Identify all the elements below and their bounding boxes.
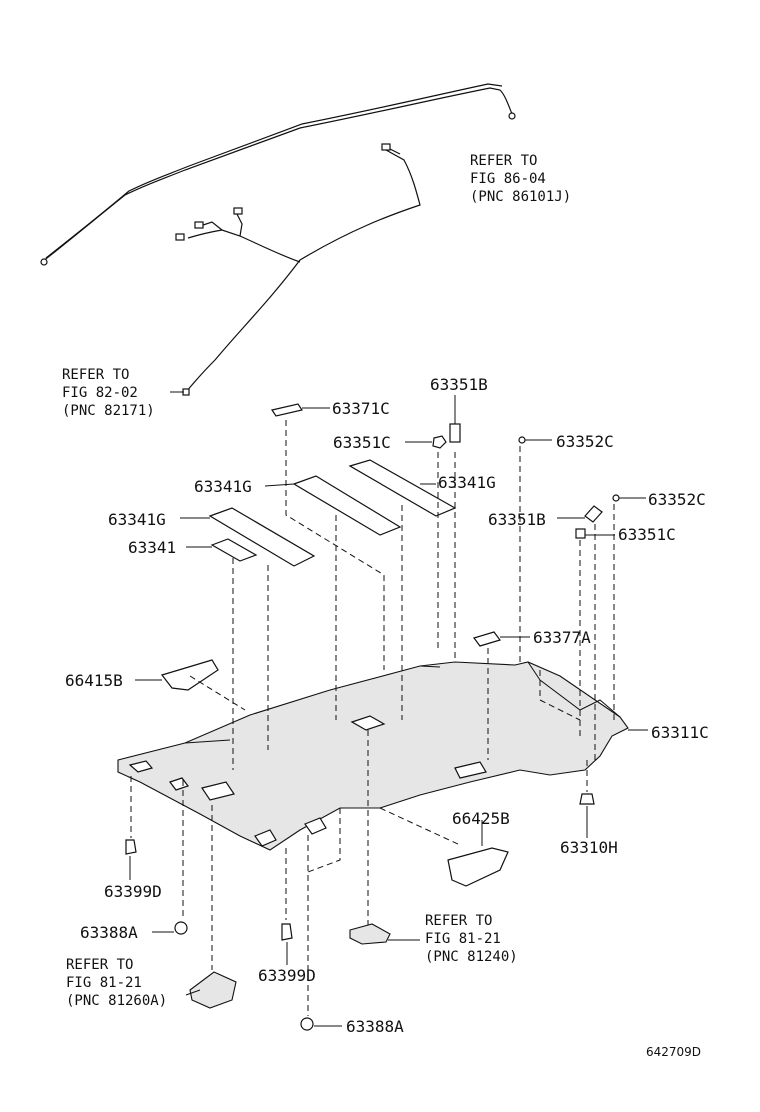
label-63351B-right: 63351B <box>488 510 546 529</box>
holder-63351B-top <box>449 423 461 443</box>
svg-text:(PNC 81260A): (PNC 81260A) <box>66 993 167 1009</box>
clip-63352C-top <box>518 436 526 444</box>
bracket-66425B <box>447 847 509 887</box>
bracket-66415B <box>160 659 219 691</box>
label-63377A: 63377A <box>533 628 591 647</box>
label-63388A-left: 63388A <box>80 923 138 942</box>
reference-fig86: REFER TO FIG 86-04 (PNC 86101J) <box>470 153 571 205</box>
holder-63351B-right <box>584 505 603 523</box>
label-63341: 63341 <box>128 538 176 557</box>
label-63310H: 63310H <box>560 838 618 857</box>
dashed-guides <box>130 420 615 1016</box>
clip-63352C-right <box>612 494 620 502</box>
label-66425B: 66425B <box>452 809 510 828</box>
clip-63388A-left <box>174 921 188 935</box>
lamp-81240 <box>349 923 391 945</box>
svg-text:(PNC 82171): (PNC 82171) <box>62 403 155 419</box>
roof-wire-harness <box>40 83 516 396</box>
label-63341G-mid: 63341G <box>194 477 252 496</box>
label-63351C-top: 63351C <box>333 433 391 452</box>
reference-fig81-right: REFER TO FIG 81-21 (PNC 81240) <box>425 913 518 965</box>
label-66415B: 66415B <box>65 671 123 690</box>
svg-text:FIG 81-21: FIG 81-21 <box>425 931 501 947</box>
leader-lines <box>129 391 648 1027</box>
label-63341G-right: 63341G <box>438 473 496 492</box>
svg-text:REFER TO: REFER TO <box>66 957 133 973</box>
clip-63377A <box>473 631 501 647</box>
part-labels: 63371C 63351B 63351C 63352C 63341G 63341… <box>65 375 709 1036</box>
svg-text:REFER TO: REFER TO <box>470 153 537 169</box>
label-63311C: 63311C <box>651 723 709 742</box>
small-parts <box>125 403 620 1031</box>
label-63399D-left: 63399D <box>104 882 162 901</box>
svg-text:(PNC 86101J): (PNC 86101J) <box>470 189 571 205</box>
holder-63351C-right <box>575 528 586 539</box>
label-63388A-bottom: 63388A <box>346 1017 404 1036</box>
svg-text:REFER TO: REFER TO <box>425 913 492 929</box>
drawing-code: 642709D <box>646 1045 701 1059</box>
svg-text:FIG 86-04: FIG 86-04 <box>470 171 546 187</box>
svg-text:(PNC 81240): (PNC 81240) <box>425 949 518 965</box>
pad-63341G-mid <box>292 475 402 536</box>
holder-63351C-top <box>432 435 447 449</box>
svg-text:REFER TO: REFER TO <box>62 367 129 383</box>
label-63352C-top: 63352C <box>556 432 614 451</box>
label-63399D-bottom: 63399D <box>258 966 316 985</box>
label-63351B-top: 63351B <box>430 375 488 394</box>
headlining-pads <box>208 459 457 567</box>
label-63371C: 63371C <box>332 399 390 418</box>
clip-63371C <box>271 403 303 417</box>
svg-text:FIG 81-21: FIG 81-21 <box>66 975 142 991</box>
lamp-81260A <box>189 971 237 1009</box>
reference-fig81-left: REFER TO FIG 81-21 (PNC 81260A) <box>66 957 167 1009</box>
svg-text:FIG 82-02: FIG 82-02 <box>62 385 138 401</box>
clip-63399D-left <box>125 839 137 855</box>
label-63341G-left: 63341G <box>108 510 166 529</box>
roof-headlining-panel <box>117 661 629 851</box>
fastener-63310H <box>579 793 595 805</box>
pad-63341G-left <box>208 507 316 567</box>
clip-63388A-bottom <box>300 1017 314 1031</box>
reference-fig82: REFER TO FIG 82-02 (PNC 82171) <box>62 367 155 419</box>
label-63352C-right: 63352C <box>648 490 706 509</box>
label-63351C-right: 63351C <box>618 525 676 544</box>
pad-63341 <box>210 538 258 562</box>
clip-63399D-bottom <box>281 923 293 941</box>
